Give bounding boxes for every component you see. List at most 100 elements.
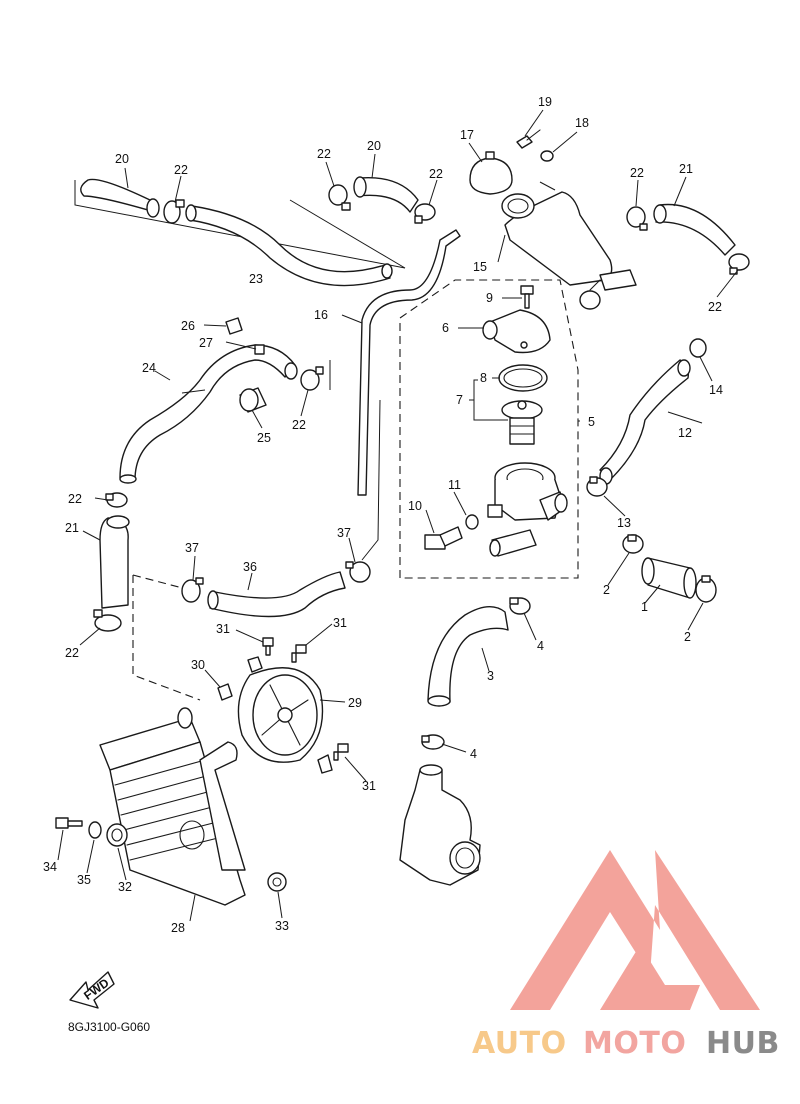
- bolt-31-a: [262, 637, 274, 656]
- clamp-22-g: [105, 492, 128, 508]
- callout-12: 12: [678, 426, 692, 440]
- hose-36: [207, 571, 346, 618]
- hose-20-left: [80, 178, 160, 218]
- fitting-27: [254, 344, 265, 355]
- radiator-28: [99, 707, 246, 906]
- clamp-22-c: [414, 203, 436, 224]
- watermark-moto: MOTO: [583, 1026, 686, 1061]
- radiator-cap-17: [469, 151, 513, 195]
- washer-18: [540, 150, 554, 162]
- callout-22-a: 22: [174, 163, 188, 177]
- fitting-26: [225, 317, 243, 335]
- clamp-4-a: [509, 597, 531, 615]
- callout-7: 7: [456, 393, 463, 407]
- hose-24: [119, 344, 298, 484]
- fwd-arrow-icon: [69, 971, 115, 1009]
- callout-2-a: 2: [603, 583, 610, 597]
- clamp-37-b: [345, 561, 371, 583]
- clamp-2-a: [622, 534, 644, 554]
- callout-17: 17: [460, 128, 474, 142]
- clamp-13: [586, 476, 608, 497]
- callout-5: 5: [588, 415, 595, 429]
- callout-20-a: 20: [115, 152, 129, 166]
- callout-31-b: 31: [333, 616, 347, 630]
- hose-12: [599, 359, 691, 485]
- callout-15: 15: [473, 260, 487, 274]
- callout-11: 11: [448, 478, 461, 492]
- callout-22-f: 22: [292, 418, 306, 432]
- bolt-31-b: [291, 644, 307, 663]
- bolt-9: [520, 285, 534, 309]
- callout-33: 33: [275, 919, 289, 933]
- callout-24: 24: [142, 361, 156, 375]
- callout-14: 14: [709, 383, 723, 397]
- clamp-22-h: [93, 609, 122, 632]
- washer-35: [88, 821, 102, 839]
- clamp-22-b: [328, 184, 351, 211]
- clamp-2-b: [695, 575, 717, 603]
- thermostat-group-frame: [399, 279, 579, 579]
- callout-23: 23: [249, 272, 263, 286]
- callout-26: 26: [181, 319, 195, 333]
- temperature-sensor-10: [424, 526, 463, 550]
- diagram-code: 8GJ3100-G060: [68, 1020, 150, 1034]
- fan-assembly-29: [237, 656, 333, 774]
- water-pump: [399, 764, 481, 886]
- callout-3: 3: [487, 669, 494, 683]
- washer-11: [465, 514, 479, 530]
- callout-18: 18: [575, 116, 589, 130]
- reservoir-tank-15: [501, 191, 637, 310]
- callout-8: 8: [480, 371, 487, 385]
- clamp-14: [689, 338, 707, 358]
- grommet-32: [106, 823, 128, 847]
- watermark-auto: AUTO: [472, 1026, 567, 1061]
- hose-23: [185, 204, 393, 287]
- callout-21-a: 21: [679, 162, 693, 176]
- clamp-22-e: [728, 253, 750, 275]
- callout-20-b: 20: [367, 139, 381, 153]
- callout-25: 25: [257, 431, 271, 445]
- screw-19: [516, 129, 541, 149]
- callout-1: 1: [641, 600, 648, 614]
- callout-22-d: 22: [630, 166, 644, 180]
- clamp-22-d: [626, 206, 648, 231]
- callout-31-c: 31: [362, 779, 376, 793]
- cap-25: [239, 387, 267, 413]
- hose-1: [641, 557, 697, 599]
- thermostat-7: [501, 400, 543, 445]
- callout-10: 10: [408, 499, 422, 513]
- callout-31-a: 31: [216, 622, 230, 636]
- callout-29: 29: [348, 696, 362, 710]
- callout-22-h: 22: [65, 646, 79, 660]
- thermostat-cover-6: [482, 309, 551, 354]
- callout-2-b: 2: [684, 630, 691, 644]
- hose-21-top: [653, 203, 736, 256]
- callout-30: 30: [191, 658, 205, 672]
- callout-4-a: 4: [537, 639, 544, 653]
- callout-22-c: 22: [429, 167, 443, 181]
- radiator-group-frame: [132, 574, 201, 701]
- clamp-4-b: [421, 734, 445, 750]
- collar-33: [267, 872, 287, 892]
- clamp-22-a: [163, 199, 185, 224]
- bolt-30: [217, 683, 233, 701]
- callout-36: 36: [243, 560, 257, 574]
- callout-22-b: 22: [317, 147, 331, 161]
- callout-9: 9: [486, 291, 493, 305]
- callout-22-g: 22: [68, 492, 82, 506]
- pipe-16: [357, 229, 461, 496]
- hose-3: [427, 606, 509, 707]
- callout-37-b: 37: [337, 526, 351, 540]
- gasket-8: [498, 364, 548, 392]
- hose-21-left: [99, 515, 130, 609]
- bolt-34: [55, 817, 83, 829]
- callout-27: 27: [199, 336, 213, 350]
- callout-21-b: 21: [65, 521, 79, 535]
- clamp-22-f: [300, 366, 324, 391]
- watermark-hub: HUB: [706, 1026, 780, 1061]
- leader-lines: [57, 109, 739, 922]
- callout-28: 28: [171, 921, 185, 935]
- callout-32: 32: [118, 880, 132, 894]
- thermostat-housing-5: [487, 462, 568, 557]
